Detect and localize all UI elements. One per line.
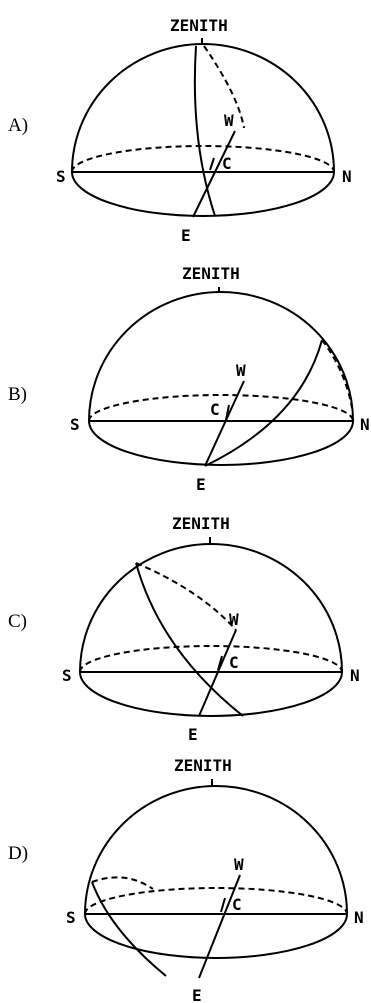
east-west-line — [192, 130, 236, 218]
horizon-back-arc — [84, 887, 348, 915]
east-west-line — [198, 629, 237, 717]
sun-path-front — [204, 339, 323, 467]
sun-path-front — [193, 45, 216, 217]
west-label: W — [234, 855, 244, 874]
sun-path-back — [203, 45, 245, 129]
center-label: C — [222, 154, 232, 173]
center-tick — [220, 897, 226, 913]
option-b-label: B) — [8, 384, 27, 405]
option-a-diagram: A) ZENITH S N E W C — [8, 16, 352, 245]
center-label: C — [210, 400, 220, 419]
west-label: W — [224, 111, 234, 130]
east-west-line — [204, 380, 245, 467]
zenith-label: ZENITH — [172, 514, 230, 533]
east-west-line — [198, 874, 241, 979]
option-c-diagram: C) ZENITH S N E W C — [8, 514, 360, 744]
zenith-label: ZENITH — [170, 16, 228, 35]
zenith-label: ZENITH — [174, 756, 232, 775]
dome-outline — [84, 785, 348, 915]
north-label: N — [350, 666, 360, 685]
dome-outline — [88, 291, 354, 422]
east-label: E — [188, 725, 198, 744]
east-label: E — [196, 475, 206, 494]
south-label: S — [66, 908, 76, 927]
option-b-diagram: B) ZENITH S N E W C — [8, 264, 370, 494]
horizon-back-arc — [71, 145, 335, 173]
north-label: N — [342, 167, 352, 186]
sun-path-back — [91, 876, 154, 890]
sun-path-front — [91, 881, 167, 977]
zenith-label: ZENITH — [182, 264, 240, 283]
horizon-front-arc — [71, 171, 335, 217]
east-label: E — [181, 226, 191, 245]
option-d-diagram: D) ZENITH S N E W C — [8, 756, 364, 1003]
sun-path-front — [135, 562, 244, 717]
horizon-back-arc — [79, 645, 343, 673]
horizon-front-arc — [88, 420, 354, 466]
option-c-label: C) — [8, 611, 27, 632]
north-label: N — [354, 908, 364, 927]
center-label: C — [232, 895, 242, 914]
horizon-front-arc — [79, 671, 343, 717]
center-tick — [217, 655, 223, 671]
option-d-label: D) — [8, 843, 28, 864]
west-label: W — [229, 610, 239, 629]
center-label: C — [229, 653, 239, 672]
dome-outline — [79, 543, 343, 673]
option-a-label: A) — [8, 115, 28, 136]
sun-path-back — [321, 339, 353, 409]
north-label: N — [360, 415, 370, 434]
sun-path-back — [135, 562, 237, 631]
center-tick — [225, 404, 230, 421]
west-label: W — [236, 361, 246, 380]
east-label: E — [192, 986, 202, 1003]
south-label: S — [56, 167, 66, 186]
horizon-back-arc — [88, 394, 354, 422]
south-label: S — [62, 666, 72, 685]
dome-outline — [71, 43, 335, 173]
south-label: S — [70, 415, 80, 434]
center-tick — [209, 157, 215, 171]
horizon-front-arc — [84, 913, 348, 959]
